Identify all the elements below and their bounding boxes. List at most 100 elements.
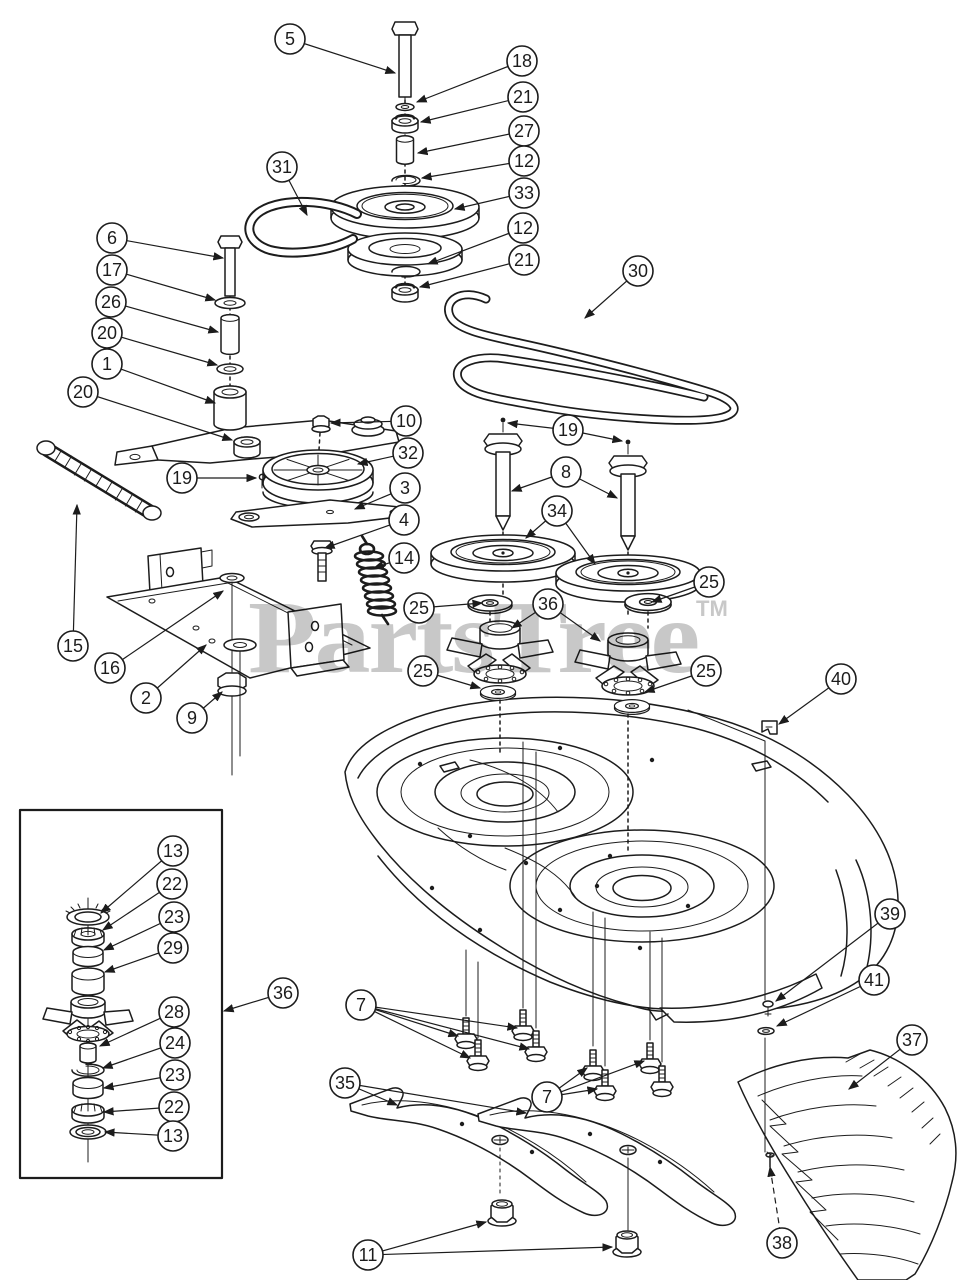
callout-bubble-7: [345, 989, 377, 1021]
callout-number: 12: [513, 218, 533, 238]
callout-number: 10: [396, 411, 416, 431]
callout-18: 18: [415, 45, 538, 103]
callout-bubble-7: [531, 1081, 563, 1113]
part-left-shaft-stack: [114, 235, 400, 757]
callout-9: 9: [176, 691, 223, 734]
callout-bubble-22: [156, 868, 188, 900]
callout-number: 29: [163, 938, 183, 958]
callout-6: 6: [96, 222, 225, 261]
callout-bubble-24: [159, 1027, 191, 1059]
watermark: PartsTree TM: [248, 580, 728, 695]
callout-number: 32: [398, 443, 418, 463]
callout-bubble-12: [507, 212, 539, 244]
callout-number: 35: [335, 1073, 355, 1093]
callout-bubble-5: [274, 23, 306, 55]
callout-11: 11: [352, 1220, 614, 1271]
callout-bubble-33: [508, 177, 540, 209]
washer-41: [757, 1026, 775, 1036]
callout-bubble-31: [266, 151, 298, 183]
callout-bubble-25: [407, 655, 439, 687]
callout-number: 21: [513, 87, 533, 107]
callout-23: 23: [102, 1059, 191, 1091]
callout-number: 21: [514, 250, 534, 270]
part-spring-15: [36, 440, 162, 521]
watermark-tm: TM: [696, 596, 728, 621]
callout-number: 1: [102, 354, 112, 374]
callout-4: 4: [323, 504, 420, 549]
callout-number: 25: [413, 661, 433, 681]
callout-38: 38: [766, 1165, 798, 1259]
part-idler-assembly: [230, 415, 416, 626]
callout-layer: 5182127123312213130617262012019103234141…: [57, 23, 928, 1271]
callout-bubble-12: [508, 145, 540, 177]
callout-40: 40: [778, 663, 857, 725]
screw-39: [762, 1000, 774, 1008]
callout-bubble-4: [388, 504, 420, 536]
callout-number: 31: [272, 157, 292, 177]
callout-22: 22: [102, 868, 188, 931]
callout-19: 19: [166, 462, 258, 494]
part-spindle-assemblies-36: [446, 592, 682, 853]
callout-37: 37: [848, 1024, 928, 1090]
bolt-6-head: [217, 235, 243, 249]
callout-number: 41: [864, 970, 884, 990]
callout-21: 21: [419, 81, 539, 124]
callout-number: 19: [558, 420, 578, 440]
callout-35: 35: [329, 1067, 528, 1116]
callout-bubble-8: [550, 456, 582, 488]
callout-8: 8: [510, 456, 619, 499]
callout-number: 13: [163, 841, 183, 861]
callout-number: 15: [63, 636, 83, 656]
callout-bubble-39: [874, 898, 906, 930]
part-spindle-bolts-8: [430, 417, 701, 617]
callout-number: 39: [880, 904, 900, 924]
callout-bubble-36: [532, 588, 564, 620]
part-mount-plate: [106, 547, 371, 776]
part-drive-belt-30: [444, 290, 739, 425]
callout-13: 13: [103, 1120, 189, 1152]
callout-25: 25: [650, 566, 725, 603]
callout-bubble-40: [825, 663, 857, 695]
callout-10: 10: [329, 405, 422, 437]
callout-number: 27: [514, 121, 534, 141]
callout-number: 22: [162, 874, 182, 894]
deck-shell: [344, 696, 899, 1023]
callout-bubble-6: [96, 222, 128, 254]
callout-36: 36: [222, 977, 299, 1013]
callout-2: 2: [130, 644, 207, 714]
callout-bubble-25: [403, 592, 435, 624]
callout-41: 41: [775, 964, 890, 1027]
callout-1: 1: [91, 348, 217, 404]
callout-31: 31: [266, 151, 308, 217]
callout-number: 25: [699, 572, 719, 592]
callout-bubble-35: [329, 1067, 361, 1099]
bolt-5-head: [391, 21, 419, 36]
callout-33: 33: [453, 177, 540, 211]
callout-bubble-11: [352, 1239, 384, 1271]
callout-bubble-10: [390, 405, 422, 437]
callout-34: 34: [525, 495, 596, 565]
callout-24: 24: [101, 1027, 191, 1069]
callout-number: 25: [409, 598, 429, 618]
watermark-text: PartsTree: [248, 580, 698, 695]
callout-bubble-25: [693, 566, 725, 598]
callout-number: 25: [696, 661, 716, 681]
callout-bubble-19: [552, 414, 584, 446]
callout-number: 38: [772, 1233, 792, 1253]
callout-number: 12: [514, 151, 534, 171]
callout-bubble-17: [96, 254, 128, 286]
callout-number: 18: [512, 51, 532, 71]
callout-number: 2: [141, 688, 151, 708]
callout-number: 37: [902, 1030, 922, 1050]
callout-bubble-34: [541, 495, 573, 527]
callout-bubble-21: [507, 81, 539, 113]
callout-bubble-15: [57, 630, 89, 662]
callout-bubble-13: [157, 835, 189, 867]
callout-number: 23: [164, 907, 184, 927]
callout-number: 20: [73, 382, 93, 402]
callout-bubble-20: [91, 317, 123, 349]
callout-number: 23: [165, 1065, 185, 1085]
callout-bubble-18: [506, 45, 538, 77]
callout-5: 5: [274, 23, 397, 75]
